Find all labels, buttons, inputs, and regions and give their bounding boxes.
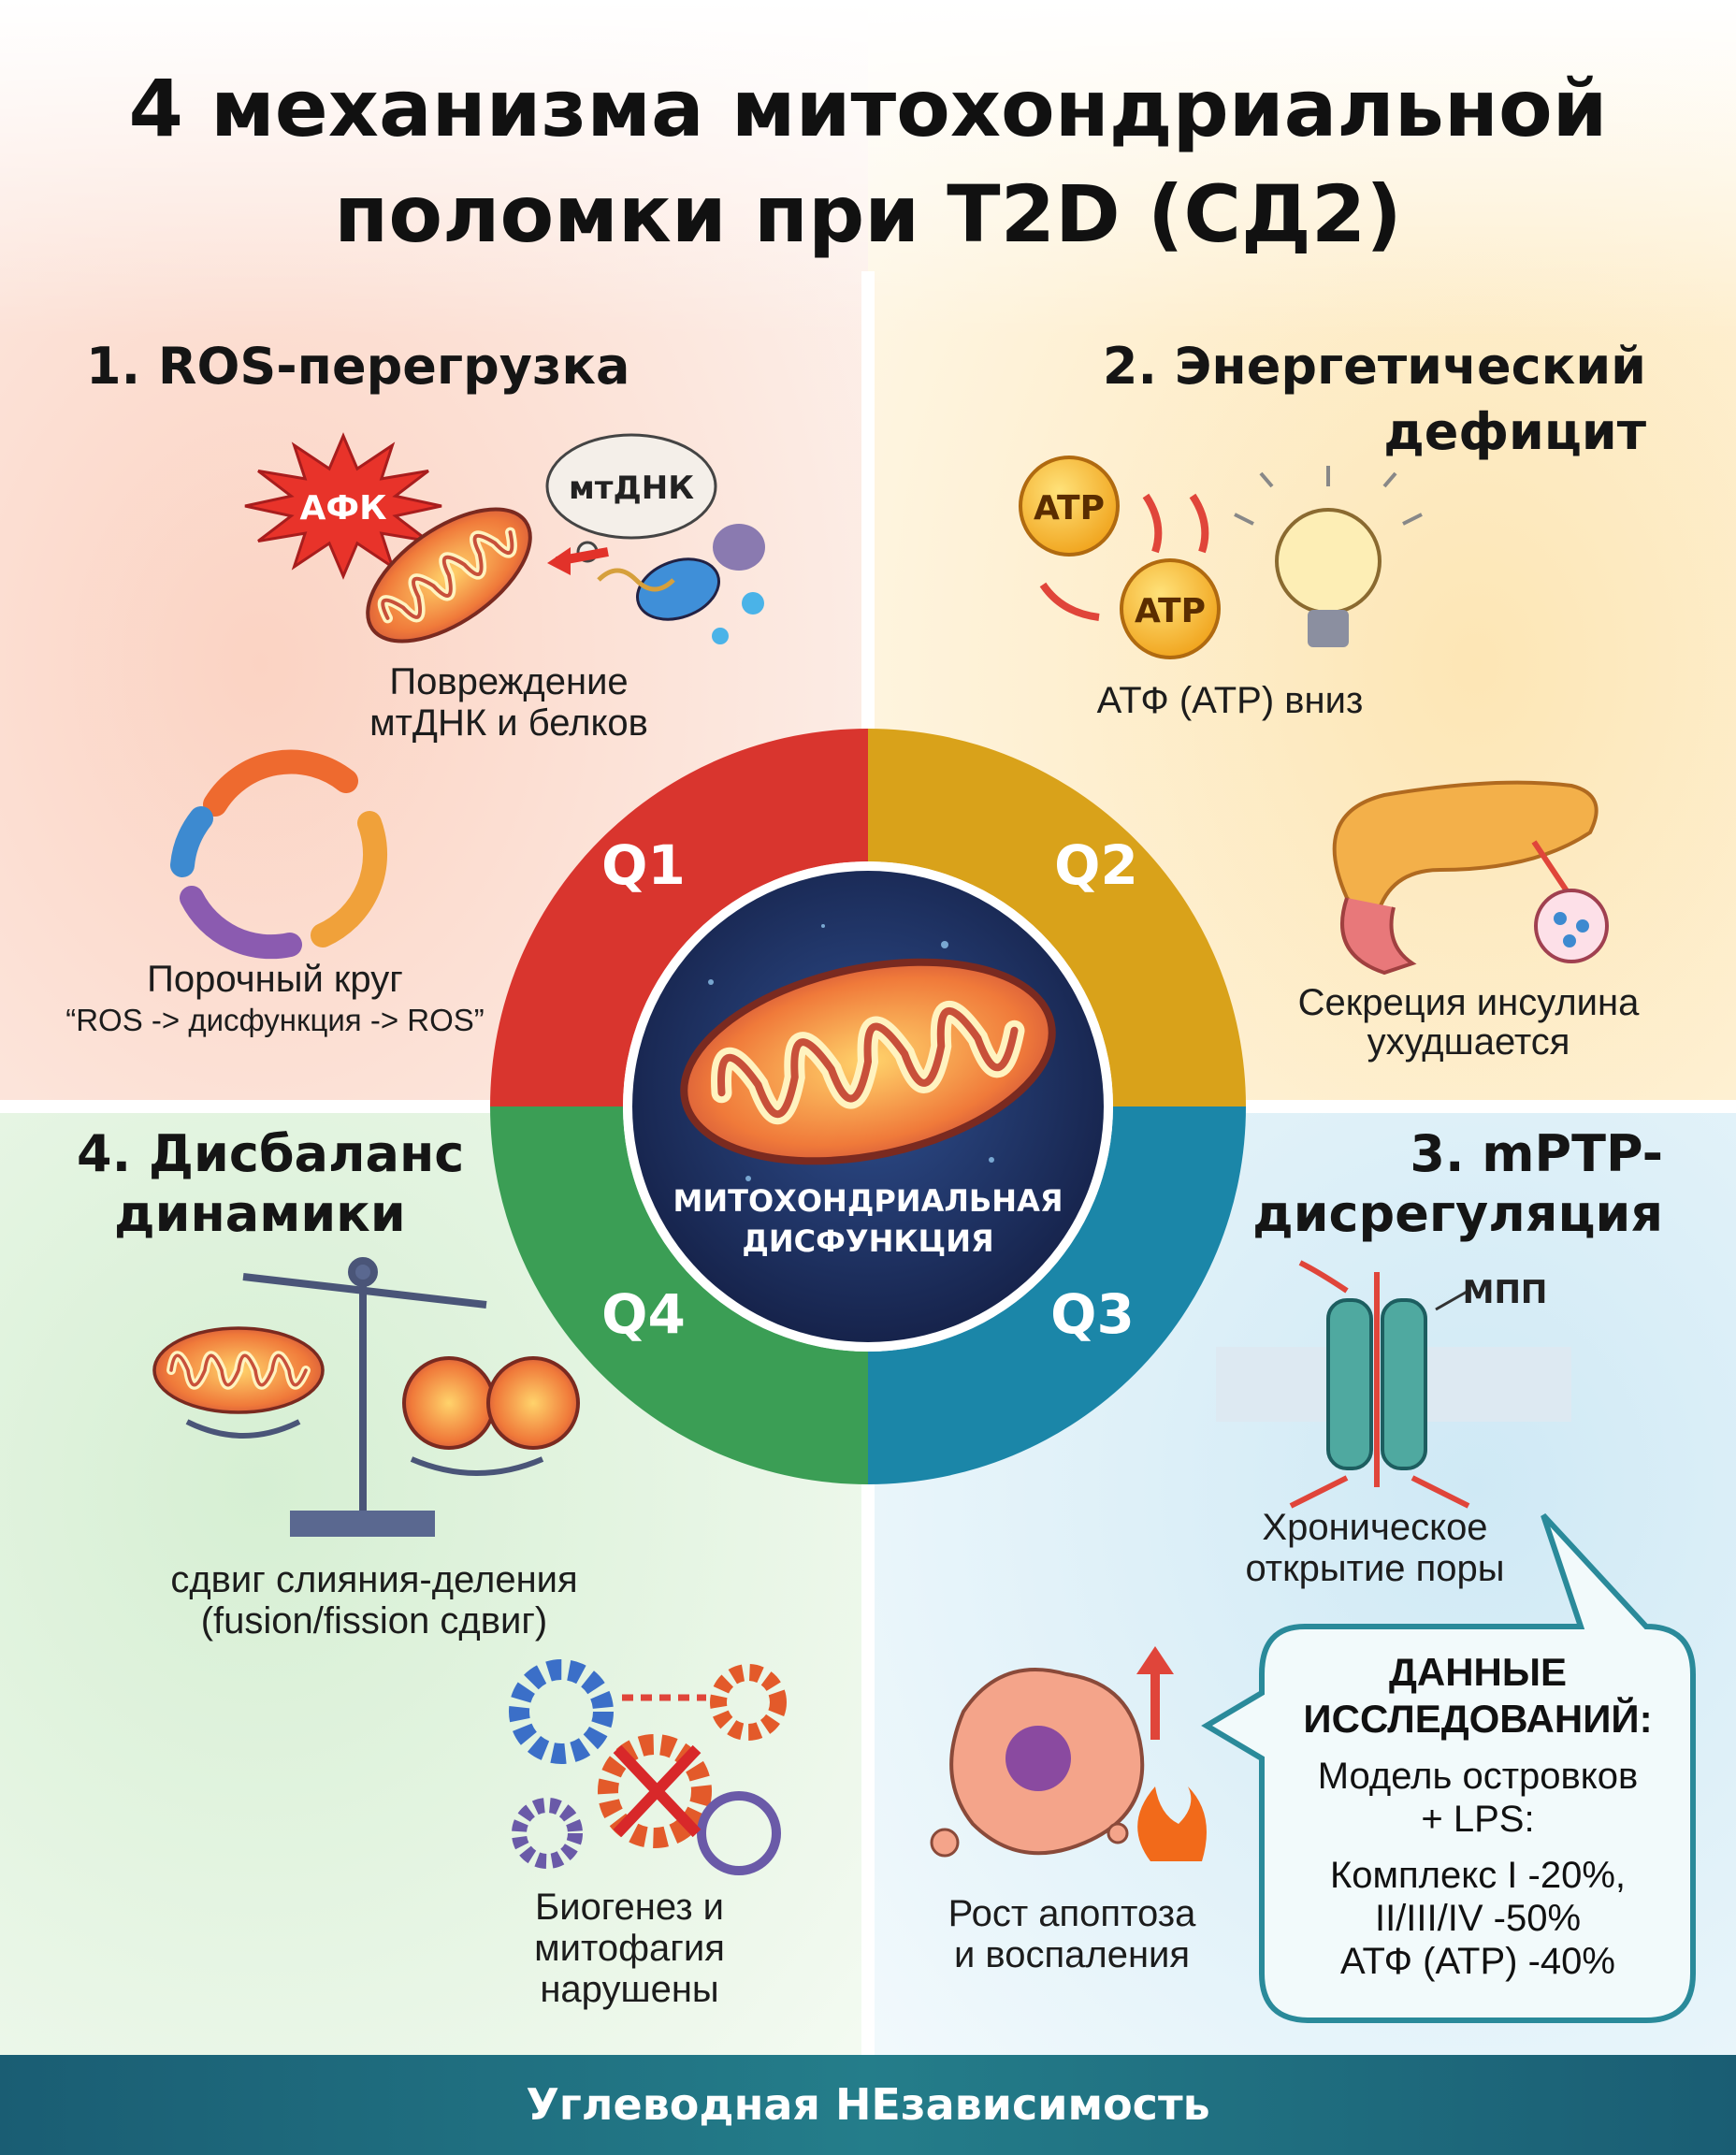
q1-damage-line2: мтДНК и белков	[369, 702, 648, 744]
gears-icon	[509, 1659, 787, 1875]
q2-insulin-line1: Секреция инсулина	[1298, 982, 1640, 1023]
q4-biogenesis-line2: митофагия	[534, 1928, 725, 1969]
q4-heading-line2: динамики	[114, 1184, 406, 1243]
center-label-line2: ДИСФУНКЦИЯ	[742, 1223, 993, 1259]
q3-pore-line1: Хроническое	[1262, 1507, 1487, 1548]
q2-heading-line2: дефицит	[1383, 402, 1647, 461]
q4-biogenesis-line1: Биогенез и	[535, 1887, 724, 1928]
q2-label: Q2	[1054, 833, 1138, 897]
data-box-title-line1: ДАННЫЕ	[1389, 1650, 1567, 1694]
mpp-label: МПП	[1463, 1274, 1548, 1311]
center-label-line1: МИТОХОНДРИАЛЬНАЯ	[673, 1183, 1063, 1219]
mitochondrion-icon	[366, 507, 532, 644]
damaged-dna-icon	[547, 524, 765, 644]
vicious-cycle-icon	[170, 749, 388, 960]
q1-ring-sector	[490, 729, 868, 1106]
page-title-line2: поломки при T2D (СД2)	[334, 168, 1401, 260]
data-box-line: II/III/IV -50%	[1375, 1898, 1581, 1939]
atp-coins-icon: ATP ATP	[1019, 456, 1221, 659]
q3-pore-line2: открытие поры	[1245, 1548, 1504, 1589]
pancreas-icon	[1332, 780, 1609, 976]
q3-label: Q3	[1050, 1282, 1135, 1346]
q4-shift-line1: сдвиг слияния-деления	[170, 1559, 577, 1600]
q2-atp-down: АТФ (АТР) вниз	[1097, 680, 1364, 721]
q3-ring-sector	[868, 1106, 1246, 1484]
afk-badge: АФК	[300, 489, 387, 528]
q4-label: Q4	[601, 1282, 686, 1346]
apoptotic-cell-icon	[930, 1646, 1207, 1861]
q3-apoptosis-line2: и воспаления	[954, 1934, 1190, 1975]
q3-heading-line2: дисрегуляция	[1252, 1184, 1663, 1243]
q4-heading-line1: 4. Дисбаланс	[77, 1124, 464, 1183]
study-data-callout: ДАННЫЕ ИССЛЕДОВАНИЙ: Модель островков + …	[1201, 1512, 1696, 2023]
q2-heading-line1: 2. Энергетический	[1103, 337, 1646, 396]
q1-heading: 1. ROS-перегрузка	[86, 337, 629, 396]
q1-label: Q1	[601, 833, 686, 897]
data-box-line: Модель островков	[1318, 1756, 1638, 1797]
mitochondrion-icon	[152, 1326, 325, 1414]
footer-brand: Углеводная НЕзависимость	[526, 2079, 1209, 2130]
data-box-line: Комплекс I -20%,	[1330, 1855, 1626, 1896]
membrane-pore-icon	[1216, 1260, 1571, 1509]
q2-insulin-line2: ухудшается	[1367, 1021, 1570, 1063]
svg-text:ATP: ATP	[1135, 592, 1206, 630]
lightbulb-icon	[1234, 466, 1423, 647]
thought-cloud-icon: мтДНК	[545, 433, 717, 563]
q3-apoptosis-line1: Рост апоптоза	[948, 1893, 1196, 1934]
footer-band	[0, 2055, 1736, 2155]
q2-ring-sector	[868, 729, 1246, 1106]
data-box-line: АТФ (АТР) -40%	[1340, 1941, 1615, 1982]
svg-text:ATP: ATP	[1034, 489, 1105, 528]
quadrant-ring	[490, 729, 1246, 1484]
q4-ring-sector	[490, 1106, 868, 1484]
q4-biogenesis-line3: нарушены	[540, 1969, 718, 2010]
q1-cycle-line2: “ROS -> дисфункция -> ROS”	[65, 1003, 485, 1037]
mitochondrion-icon	[680, 958, 1056, 1165]
q1-cycle-line1: Порочный круг	[147, 959, 403, 1000]
mtdna-cloud-label: мтДНК	[569, 470, 694, 507]
q1-damage-line1: Повреждение	[389, 661, 628, 702]
balance-scale-icon	[185, 1257, 544, 1537]
q4-shift-line2: (fusion/fission сдвиг)	[201, 1600, 548, 1642]
page-title-line1: 4 механизма митохондриальной	[128, 63, 1607, 154]
data-box-line: + LPS:	[1421, 1799, 1534, 1840]
q3-heading-line1: 3. mPTP-	[1410, 1124, 1663, 1183]
data-box-title-line2: ИССЛЕДОВАНИЙ:	[1303, 1696, 1652, 1741]
fission-mitochondrion-icon	[402, 1356, 580, 1450]
